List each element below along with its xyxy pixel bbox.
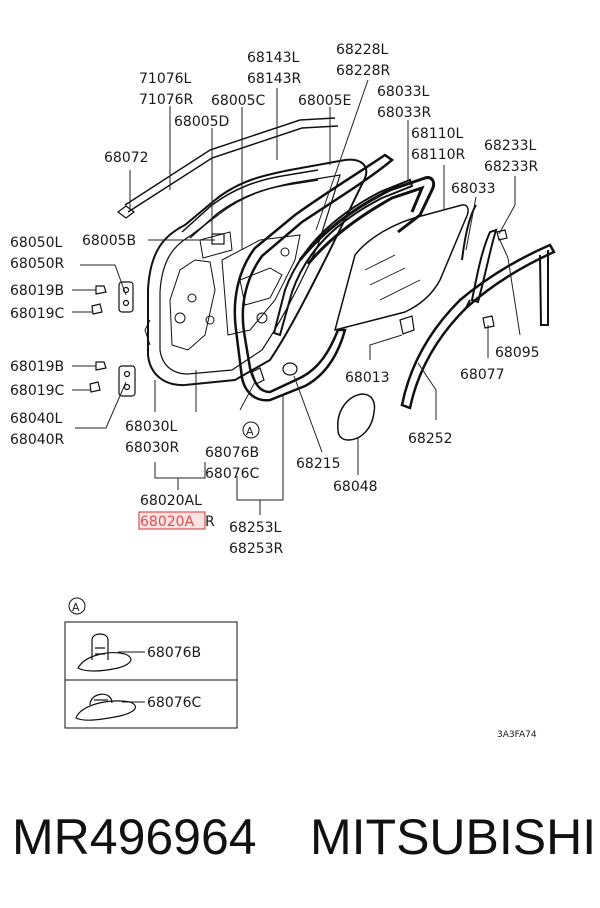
label-68095: 68095 (495, 345, 540, 361)
callout-a: A (242, 421, 260, 439)
cover-68048 (337, 393, 376, 441)
label-68143r: 68143R (247, 71, 302, 87)
part-number: MR496964 (12, 809, 257, 865)
label-68019b-lower: 68019B (10, 359, 64, 375)
label-68005b: 68005B (82, 233, 136, 249)
label-68033: 68033 (451, 181, 496, 197)
label-68030l: 68030L (125, 419, 178, 435)
label-68048: 68048 (333, 479, 378, 495)
label-68030r: 68030R (125, 440, 180, 456)
label-68110l: 68110L (411, 126, 464, 142)
bracket-68013 (399, 315, 415, 335)
highlight-68020ar (138, 511, 206, 530)
belt-moulding (181, 169, 319, 239)
label-71076l: 71076L (139, 71, 192, 87)
label-68033l: 68033L (377, 84, 430, 100)
label-68076b: 68076B (205, 445, 259, 461)
label-68019c-lower: 68019C (10, 383, 65, 399)
detail-a-marker: A (72, 601, 80, 614)
outer-weatherstrip (400, 243, 556, 410)
door-inner-panel (144, 158, 368, 387)
label-68215: 68215 (296, 456, 341, 472)
screw-68077 (482, 315, 495, 329)
pin-68076 (251, 367, 265, 385)
label-68253l: 68253L (229, 520, 282, 536)
label-71076r: 71076R (139, 92, 194, 108)
footer: MR496964 MITSUBISHI (0, 800, 600, 880)
door-glass (333, 204, 469, 332)
label-68110r: 68110R (411, 147, 466, 163)
bumper-68215 (282, 362, 298, 376)
label-68005d: 68005D (174, 114, 229, 130)
brand-name: MITSUBISHI (310, 809, 597, 865)
label-68005c: 68005C (211, 93, 266, 109)
label-68019b-upper: 68019B (10, 283, 64, 299)
detail-a: A 68076B 68076C (64, 597, 238, 729)
detail-label-68076c: 68076C (147, 695, 202, 711)
label-68077: 68077 (460, 367, 505, 383)
part-labels: 68143L 68143R 68228L 68228R 71076L 71076… (10, 42, 540, 557)
label-68040r: 68040R (10, 432, 65, 448)
label-68228r: 68228R (336, 63, 391, 79)
parts-diagram: 68143L 68143R 68228L 68228R 71076L 71076… (10, 42, 556, 740)
label-68033r: 68033R (377, 105, 432, 121)
label-68013: 68013 (345, 370, 390, 386)
label-68233r: 68233R (484, 159, 539, 175)
label-68228l: 68228L (336, 42, 389, 58)
label-68143l: 68143L (247, 50, 300, 66)
hinge-upper (118, 281, 134, 313)
label-68076c: 68076C (205, 466, 260, 482)
door-weatherstrip (233, 153, 395, 402)
leader-lines (72, 79, 521, 515)
label-68040l: 68040L (10, 411, 63, 427)
label-68020ar-suffix: R (205, 514, 215, 530)
label-68050l: 68050L (10, 235, 63, 251)
label-68050r: 68050R (10, 256, 65, 272)
label-68019c-upper: 68019C (10, 306, 65, 322)
screw-68233 (496, 229, 508, 241)
front-sash-trim (124, 117, 339, 213)
label-68072: 68072 (104, 150, 149, 166)
glass-run-channel (298, 176, 436, 265)
label-68233l: 68233L (484, 138, 537, 154)
clip-68076c-detail (75, 693, 137, 721)
bolt-icon (89, 285, 107, 393)
label-68252: 68252 (408, 431, 453, 447)
label-68020ar: 68020A (140, 514, 195, 530)
hinge-lower (118, 365, 136, 397)
window-frame-outer (272, 178, 414, 337)
svg-text:A: A (246, 425, 254, 438)
clip-68076b-detail (77, 633, 132, 672)
label-68253r: 68253R (229, 541, 284, 557)
clip-68072 (117, 205, 135, 219)
drawing-code: 3A3FA74 (497, 730, 537, 740)
label-68020al: 68020AL (140, 493, 202, 509)
label-68005e: 68005E (298, 93, 351, 109)
detail-label-68076b: 68076B (147, 645, 201, 661)
